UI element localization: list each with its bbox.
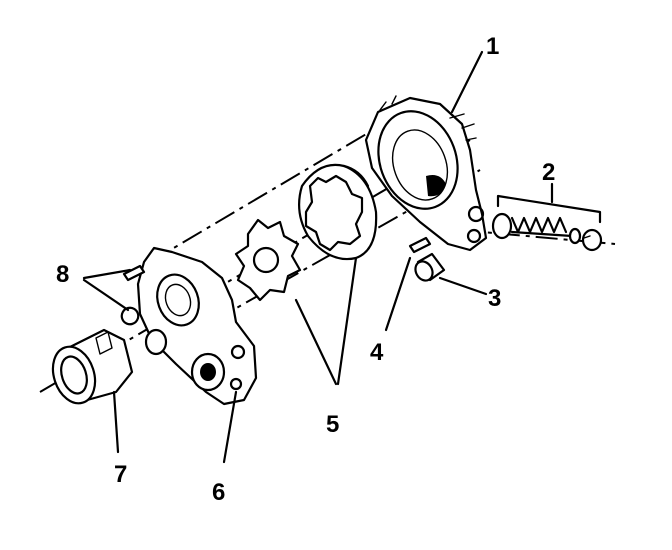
pump-housing-part-1 bbox=[364, 95, 488, 252]
callout-5: 5 bbox=[326, 411, 339, 438]
leader-line-5a bbox=[294, 298, 338, 386]
valve-plug-part-3 bbox=[414, 252, 488, 296]
callout-1: 1 bbox=[486, 33, 499, 60]
leader-line-8a bbox=[82, 268, 132, 280]
callout-3: 3 bbox=[488, 285, 501, 312]
seal-bushing-part-7 bbox=[51, 328, 134, 454]
callout-6: 6 bbox=[212, 479, 225, 506]
callout-8: 8 bbox=[56, 261, 69, 288]
leader-line-1 bbox=[450, 50, 484, 114]
pump-gears-part-5 bbox=[234, 163, 378, 386]
leader-line-6 bbox=[222, 390, 238, 464]
bolts-part-8 bbox=[82, 264, 146, 326]
leader-line-3 bbox=[438, 276, 488, 296]
leader-line-8b bbox=[82, 278, 130, 312]
callout-7: 7 bbox=[114, 461, 127, 488]
callout-4: 4 bbox=[370, 339, 384, 366]
pump-cover-part-6 bbox=[136, 246, 258, 464]
callout-2: 2 bbox=[542, 159, 555, 186]
callout-labels: 1 2 3 4 5 6 7 8 bbox=[56, 33, 555, 506]
pin-part-4 bbox=[384, 236, 432, 332]
relief-valve-assembly-part-2 bbox=[491, 194, 603, 252]
upper-axis-line bbox=[149, 119, 391, 263]
leader-line-5b bbox=[336, 256, 358, 386]
leader-line-7 bbox=[112, 390, 120, 454]
leader-line-4 bbox=[384, 256, 412, 332]
